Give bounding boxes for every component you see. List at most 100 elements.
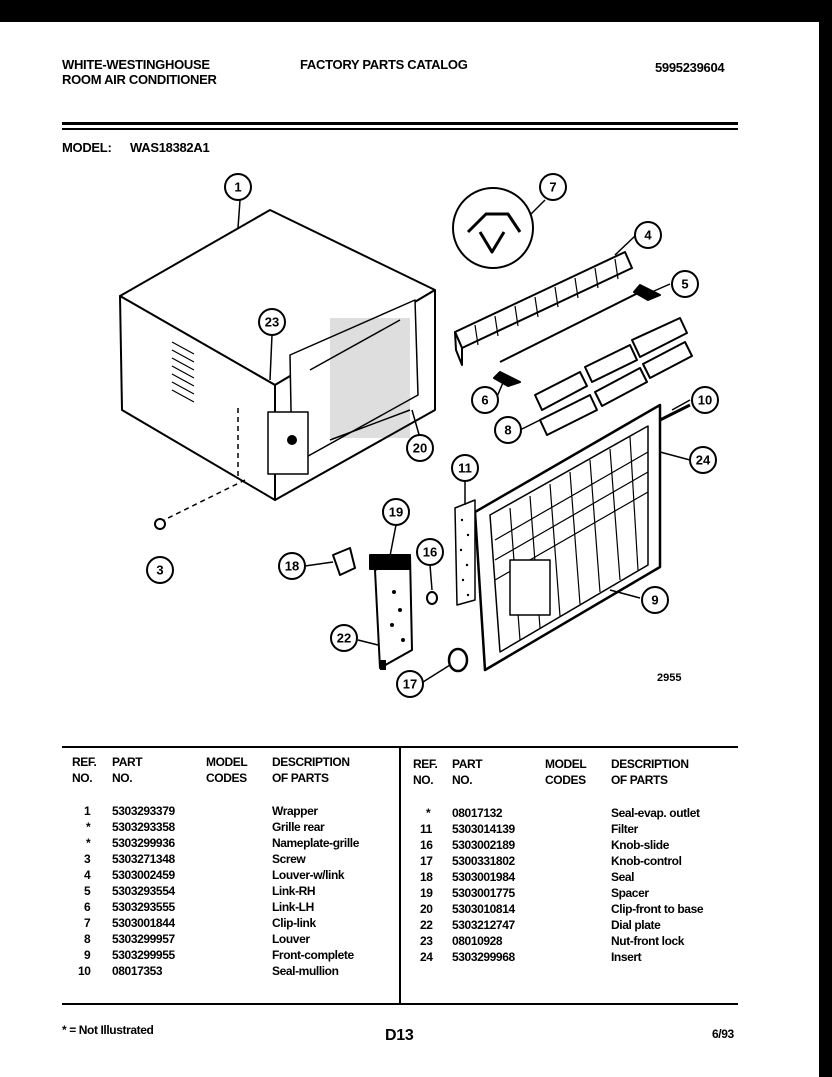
part-description: Link-LH: [272, 900, 314, 914]
part-description: Seal-mullion: [272, 964, 339, 978]
callout-9-label: 9: [651, 592, 658, 607]
part-description: Spacer: [611, 886, 649, 900]
ref-no: 16: [420, 838, 433, 852]
part-no: 5303014139: [452, 822, 515, 836]
part-description: Seal: [611, 870, 635, 884]
part-no: 5303001984: [452, 870, 515, 884]
page-code: D13: [385, 1027, 414, 1044]
callout-19: 18: [278, 552, 306, 580]
part-description: Clip-link: [272, 916, 316, 930]
part-no: 5303299968: [452, 950, 515, 964]
ref-no: 11: [420, 822, 432, 836]
callout-17-label: 17: [403, 676, 417, 691]
callout-6-label: 6: [481, 392, 488, 407]
ref-no: 6: [84, 900, 91, 914]
table-rule-bottom: [62, 1003, 738, 1005]
header-rule-top: [62, 122, 738, 125]
callout-16-label: 16: [423, 544, 437, 559]
part-no: 5303010814: [452, 902, 515, 916]
ref-no: 8: [84, 932, 91, 946]
right-header-desc-line1: DESCRIPTION: [611, 757, 689, 771]
ref-no: 17: [420, 854, 433, 868]
part-description: Louver-w/link: [272, 868, 345, 882]
left-table-row: 10 08017353 Seal-mullion: [0, 964, 400, 980]
ref-no: 7: [84, 916, 91, 930]
part-no: 5303299936: [112, 836, 175, 850]
part-no: 5303001844: [112, 916, 175, 930]
left-header-model-line1: MODEL: [206, 755, 248, 769]
part-description: Filter: [611, 822, 638, 836]
part-description: Louver: [272, 932, 310, 946]
part-description: Clip-front to base: [611, 902, 704, 916]
right-header-part-line2: NO.: [452, 773, 473, 787]
part-description: Insert: [611, 950, 642, 964]
ref-no: *: [86, 820, 91, 834]
right-header-part-line1: PART: [452, 757, 483, 771]
callout-8-label: 8: [504, 422, 511, 437]
exploded-parts-diagram: 1 23 20 3 7 4 5 6 8 10 24 11 9 19 18 16 …: [119, 173, 719, 698]
callout-22: 22: [330, 624, 358, 652]
right-table-row: 20 5303010814 Clip-front to base: [400, 902, 820, 918]
brand-line-1: WHITE-WESTINGHOUSE: [62, 57, 210, 72]
part-no: 5303293554: [112, 884, 175, 898]
callout-18: 19: [382, 498, 410, 526]
ref-no: *: [426, 806, 431, 820]
catalog-number: 5995239604: [655, 60, 725, 75]
table-rule-top: [62, 746, 738, 748]
part-description: Dial plate: [611, 918, 661, 932]
callout-3-label: 3: [156, 562, 163, 577]
left-header-part: PART NO.: [112, 754, 143, 786]
part-no: 5303293555: [112, 900, 175, 914]
right-table-row: 11 5303014139 Filter: [400, 822, 820, 838]
part-no: 08017353: [112, 964, 163, 978]
part-description: Link-RH: [272, 884, 316, 898]
model-number: WAS18382A1: [130, 140, 210, 155]
ref-no: *: [86, 836, 91, 850]
callout-10-label: 10: [698, 392, 712, 407]
right-header-part: PART NO.: [452, 756, 483, 788]
ref-no: 10: [78, 964, 91, 978]
left-header-model-line2: CODES: [206, 771, 247, 785]
ref-no: 20: [420, 902, 433, 916]
callout-3: 3: [146, 556, 174, 584]
callout-23: 23: [258, 308, 286, 336]
brand-line-2: ROOM AIR CONDITIONER: [62, 72, 217, 87]
callout-11-label: 11: [458, 460, 472, 475]
left-header-ref-line2: NO.: [72, 771, 93, 785]
left-header-desc-line2: OF PARTS: [272, 771, 329, 785]
part-no: 08010928: [452, 934, 503, 948]
ref-no: 3: [84, 852, 91, 866]
wrapper-cabinet-drawing: [119, 209, 436, 501]
model-label: MODEL:: [62, 140, 112, 155]
part-description: Front-complete: [272, 948, 354, 962]
callout-1: 1: [224, 173, 252, 201]
left-header-desc-line1: DESCRIPTION: [272, 755, 350, 769]
part-no: 5303293379: [112, 804, 175, 818]
part-no: 08017132: [452, 806, 503, 820]
left-header-part-line2: NO.: [112, 771, 133, 785]
right-header-ref: REF. NO.: [413, 756, 438, 788]
right-black-border: [819, 0, 832, 1077]
part-description: Nut-front lock: [611, 934, 685, 948]
callout-19-label: 18: [285, 558, 299, 573]
callout-9: 9: [641, 586, 669, 614]
callout-7-label: 7: [549, 179, 556, 194]
right-header-model: MODEL CODES: [545, 756, 587, 788]
footnote-not-illustrated: * = Not Illustrated: [62, 1023, 154, 1037]
ref-no: 9: [84, 948, 91, 962]
right-header-desc: DESCRIPTION OF PARTS: [611, 756, 689, 788]
callout-8: 8: [494, 416, 522, 444]
callout-1-label: 1: [234, 179, 241, 194]
ref-no: 22: [420, 918, 433, 932]
